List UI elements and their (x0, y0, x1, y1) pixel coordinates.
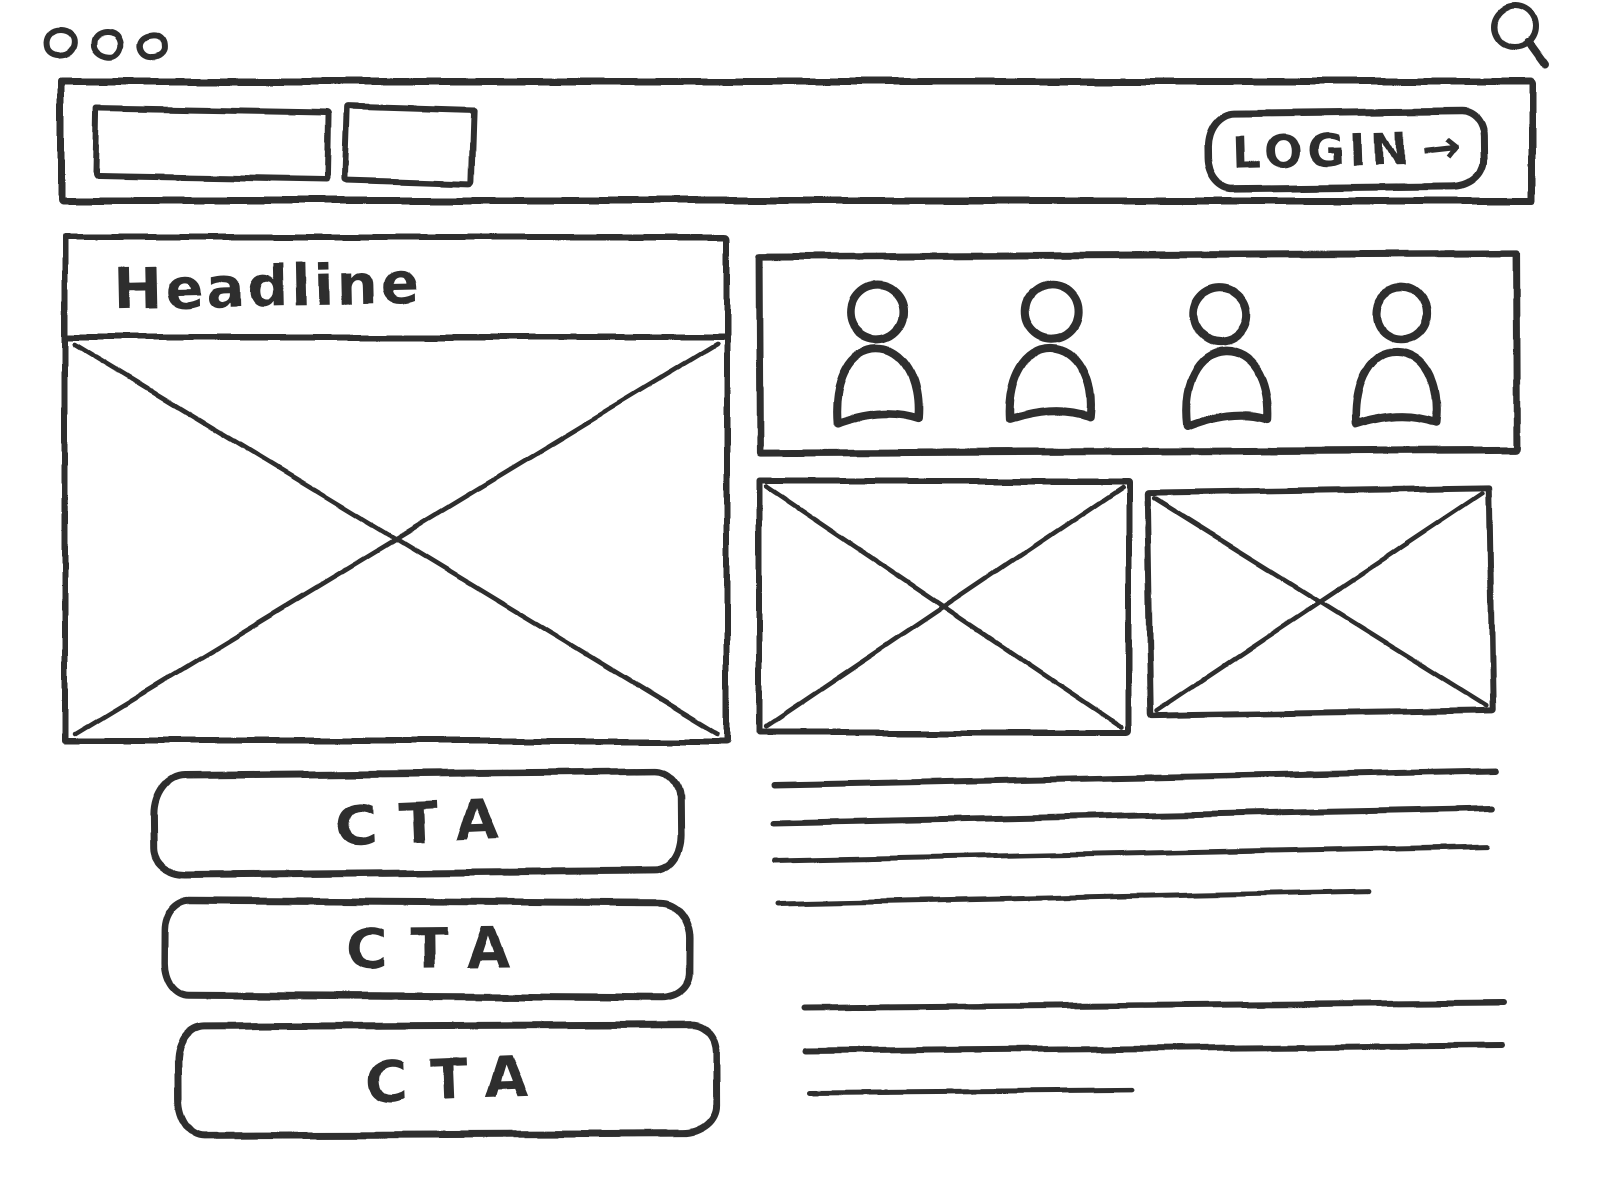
arrow-right-icon: → (1418, 117, 1464, 177)
cta-button-label: CTA (334, 786, 522, 860)
hero-section: Headline (62, 234, 730, 744)
text-line-placeholder (771, 843, 1488, 863)
text-line-placeholder (799, 999, 1507, 1011)
search-icon[interactable] (1482, 0, 1554, 78)
cta-button[interactable]: CTA (161, 896, 695, 1002)
image-placeholder (1144, 484, 1496, 719)
cta-button-label: CTA (364, 1043, 552, 1116)
text-line-placeholder (801, 1042, 1506, 1054)
crossed-box-icon (68, 340, 724, 738)
window-dot-icon[interactable] (88, 27, 125, 62)
person-icon (992, 278, 1111, 430)
cta-button[interactable]: CTA (173, 1021, 721, 1139)
person-icon (1338, 282, 1459, 435)
cta-button[interactable]: CTA (149, 767, 685, 879)
team-strip (755, 250, 1521, 457)
hero-header: Headline (68, 240, 724, 340)
window-dot-icon[interactable] (135, 31, 168, 62)
headline-text: Headline (113, 250, 423, 324)
text-line-placeholder (805, 1087, 1137, 1095)
image-placeholder (756, 478, 1132, 736)
window-controls (42, 25, 168, 62)
navbar: LOGIN → (58, 78, 1536, 204)
text-line-placeholder (775, 889, 1372, 906)
crossed-box-icon (762, 484, 1126, 730)
login-button[interactable]: LOGIN → (1204, 107, 1488, 193)
crossed-box-icon (1150, 490, 1489, 712)
menu-item-placeholder[interactable] (341, 102, 477, 188)
window-dot-icon[interactable] (42, 25, 79, 62)
login-button-label: LOGIN (1231, 121, 1415, 180)
text-line-placeholder (769, 805, 1496, 826)
cta-button-label: CTA (346, 915, 532, 983)
hero-image-placeholder (68, 340, 724, 738)
person-icon (819, 279, 936, 430)
logo-placeholder[interactable] (92, 104, 332, 184)
text-line-placeholder (771, 767, 1500, 788)
person-icon (1164, 280, 1286, 434)
